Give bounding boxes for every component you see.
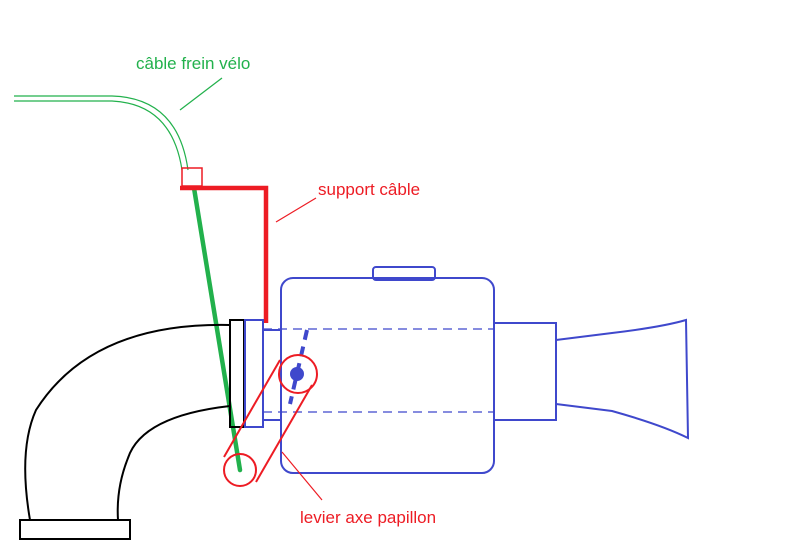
carburetor: [244, 266, 690, 474]
lever-top-hub: [278, 354, 318, 394]
throttle-bore: [263, 328, 494, 413]
elbow-flange: [19, 519, 131, 540]
support-label: support câble: [318, 180, 420, 199]
lever-label: levier axe papillon: [300, 508, 436, 527]
intake-trumpet: [555, 318, 690, 440]
throttle-lever: [223, 354, 318, 487]
cable-support-bracket: [180, 185, 269, 323]
cable-label: câble frein vélo: [136, 54, 250, 73]
brake-cable: [14, 95, 189, 171]
lever-bottom-hub: [223, 453, 257, 487]
intake-elbow-pipe: [19, 319, 245, 540]
cable-stop: [181, 167, 203, 187]
carburetor-top-cap: [372, 266, 436, 281]
throttle-shaft: [290, 367, 304, 381]
butterfly-valve: [288, 329, 309, 405]
cable-inner-wire: [191, 185, 243, 473]
support-label-leader: [275, 197, 317, 223]
cable-label-leader: [179, 77, 223, 111]
carburetor-body: [280, 277, 495, 474]
lever-label-leader: [281, 451, 323, 501]
carburetor-mount-plate: [244, 319, 264, 428]
carburetor-outlet: [493, 322, 557, 421]
